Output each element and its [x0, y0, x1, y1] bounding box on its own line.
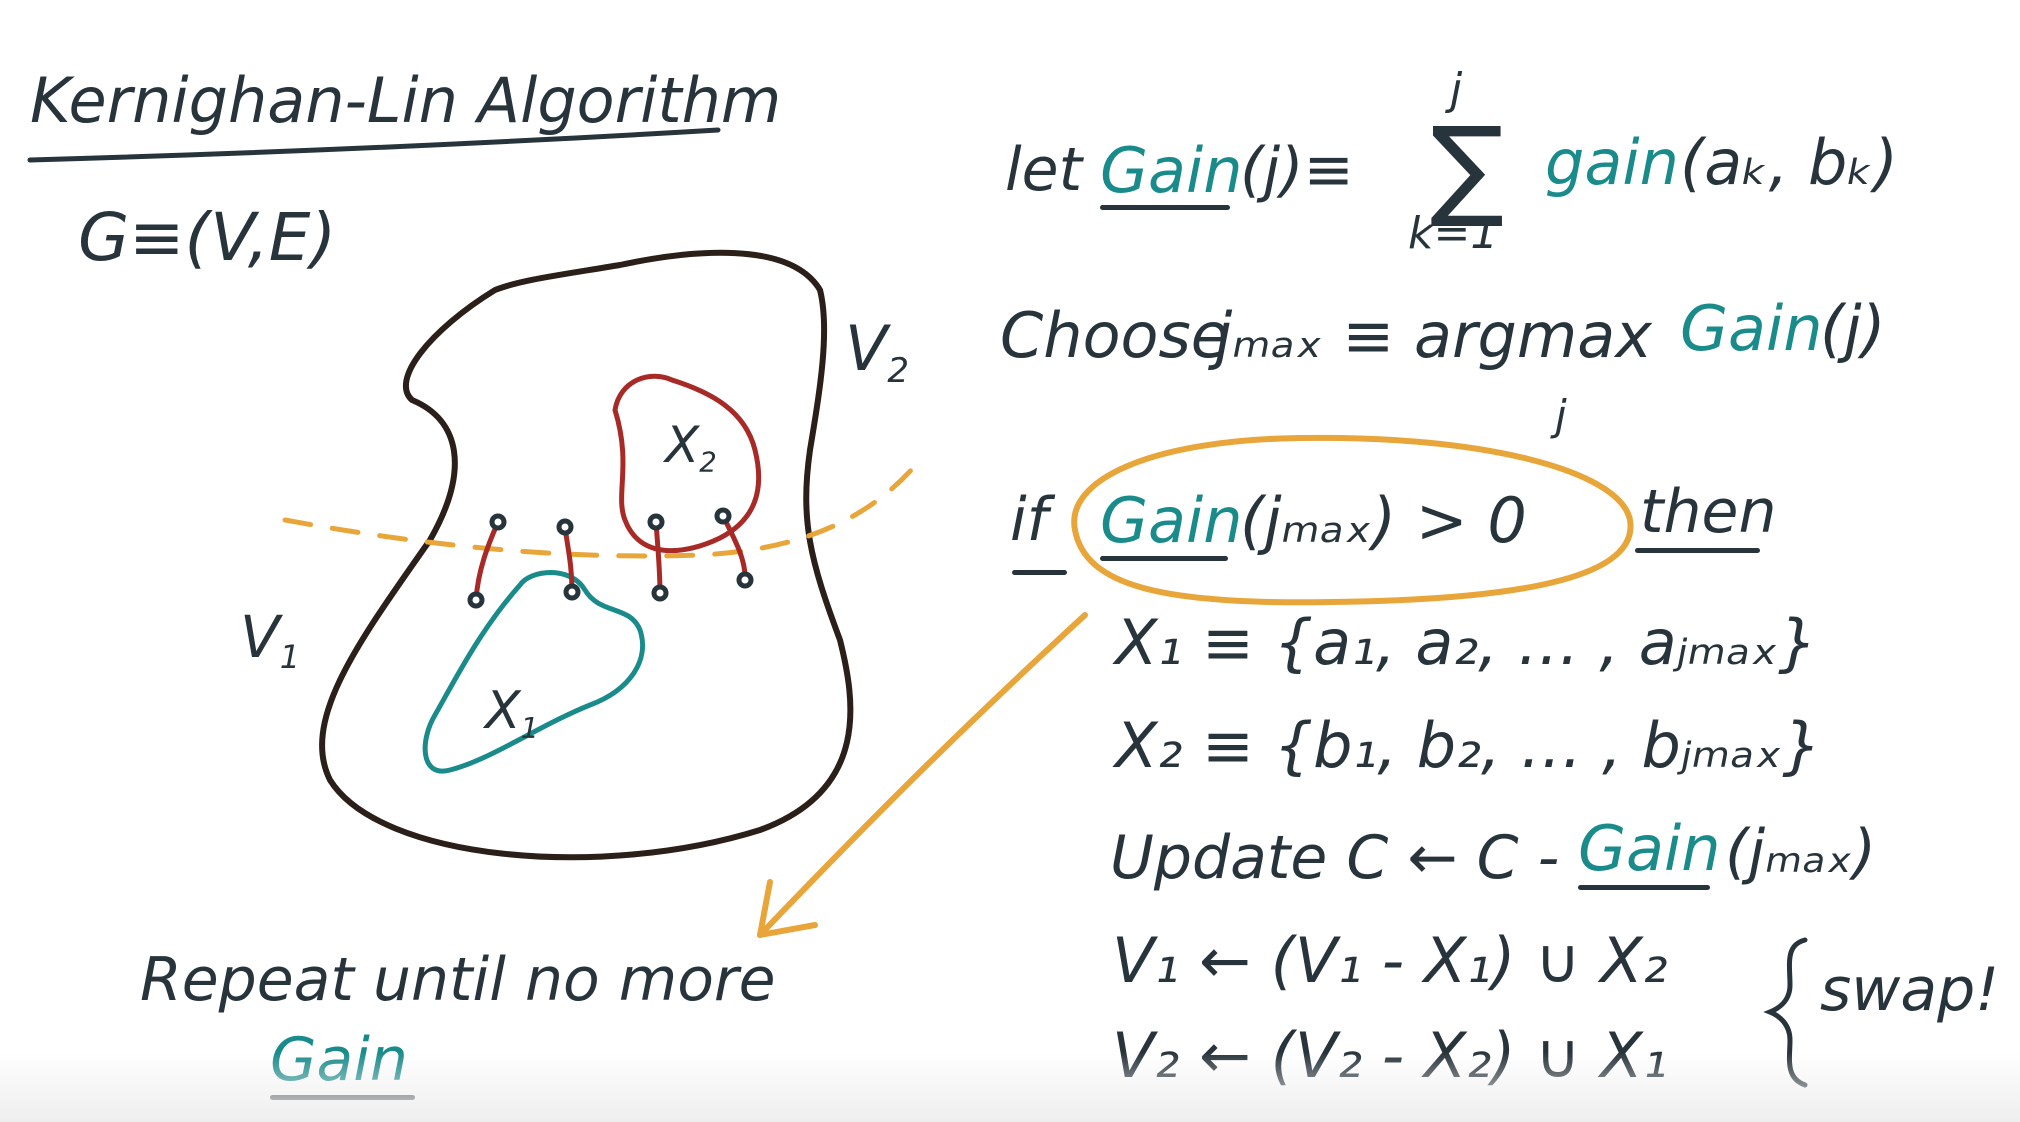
if-condition: (jₘₐₓ) > 0: [1240, 484, 1527, 557]
sigma-symbol: ∑: [1430, 103, 1505, 231]
if-word: if: [1010, 485, 1048, 555]
x1-definition: X₁ ≡ {a₁, a₂, … , aⱼₘₐₓ}: [1115, 606, 1818, 679]
pair-gain-args: (aₖ, bₖ): [1680, 126, 1898, 199]
gain-function-name: Gain: [1100, 134, 1243, 207]
title: Kernighan-Lin Algorithm: [30, 64, 782, 137]
x2-definition: X₂ ≡ {b₁, b₂, … , bⱼₘₐₓ}: [1115, 709, 1822, 782]
repeat-arrowhead: [757, 879, 818, 938]
swap-label: swap!: [1820, 955, 2000, 1025]
update-suffix: (jₘₐₓ): [1725, 817, 1876, 887]
choose-gain-name: Gain: [1680, 292, 1823, 365]
graph-definition: G≡(V,E): [78, 199, 337, 276]
then-word: then: [1640, 477, 1777, 547]
condition-ellipse: [1071, 434, 1634, 606]
update-prefix: Update C ← C -: [1110, 823, 1560, 893]
cut-line: [282, 457, 923, 559]
gain-function-underline: [1100, 205, 1230, 210]
x2-region: [612, 373, 762, 554]
sigma-lower: k=1: [1408, 208, 1499, 259]
update-gain-name: Gain: [1578, 812, 1721, 885]
argmax-subscript: j: [1555, 391, 1567, 440]
update-gain-underline: [1578, 885, 1710, 890]
vertices: [467, 507, 754, 609]
repeat-text: Repeat until no more: [140, 945, 776, 1015]
then-underline: [1635, 548, 1760, 553]
if-gain-name: Gain: [1100, 484, 1243, 557]
title-underline: [27, 127, 721, 163]
gain-function-arg: (j)≡: [1240, 135, 1354, 205]
v1-update: V₁ ← (V₁ - X₁) ∪ X₂: [1112, 924, 1668, 997]
graph-boundary: [319, 249, 854, 861]
bottom-fade: [0, 1052, 2020, 1122]
x2-label: X2: [665, 416, 717, 479]
x1-label: X1: [485, 681, 539, 745]
x1-region: [422, 570, 646, 774]
if-gain-underline: [1100, 556, 1228, 561]
v2-label: V2: [845, 312, 910, 391]
v1-label: V1: [240, 603, 300, 677]
repeat-arrow: [757, 612, 1088, 938]
jmax-argmax: jₘₐₓ ≡ argmax: [1215, 299, 1652, 372]
pair-gain-name: gain: [1545, 126, 1679, 199]
if-underline: [1012, 570, 1067, 575]
choose-word: Choose: [1000, 299, 1229, 372]
choose-gain-arg: (j): [1820, 292, 1886, 365]
let-word: let: [1005, 135, 1083, 205]
sigma-upper: j: [1450, 64, 1463, 115]
